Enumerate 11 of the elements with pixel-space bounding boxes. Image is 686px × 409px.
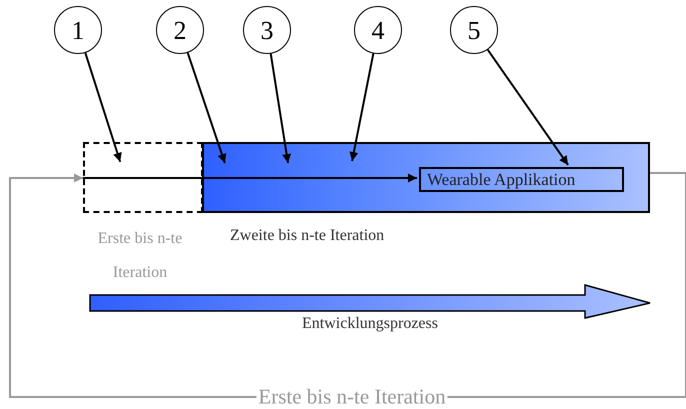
leader-arrow bbox=[270, 54, 292, 164]
gradient-box bbox=[202, 142, 650, 213]
process-label: Entwicklungsprozess bbox=[301, 314, 439, 334]
leader-arrow bbox=[349, 53, 374, 162]
node-label: Zweite bis n-te Iteration bbox=[230, 226, 384, 246]
leader-arrow bbox=[84, 52, 122, 162]
label-box: Wearable Applikation bbox=[419, 167, 624, 192]
node-label: Erste bis n-te Iteration bbox=[96, 229, 184, 283]
arrow bbox=[83, 174, 417, 182]
leader-arrow bbox=[186, 52, 226, 164]
leader-arrow bbox=[486, 49, 569, 166]
